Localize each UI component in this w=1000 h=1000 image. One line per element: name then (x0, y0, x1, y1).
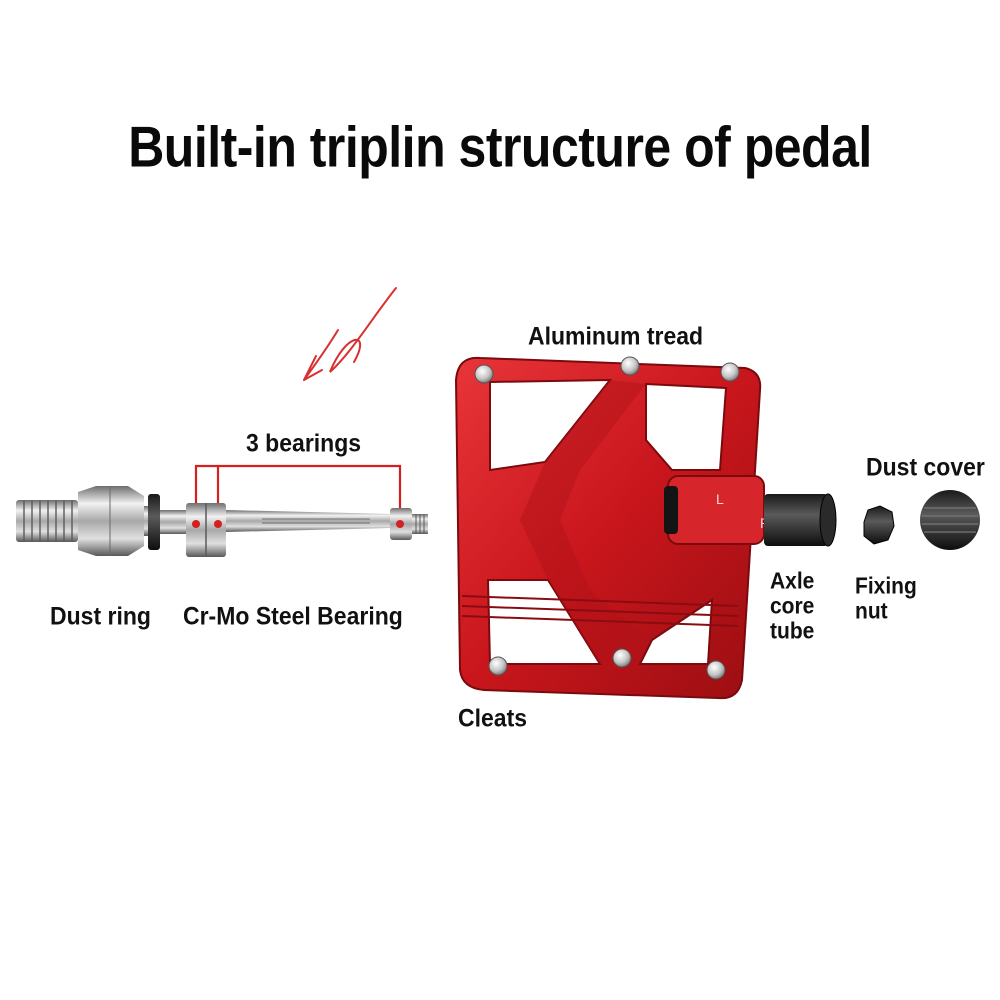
svg-text:L: L (716, 491, 724, 507)
fixing-nut-label: Fixing nut (855, 574, 917, 624)
aluminum-tread-body: L R87 (454, 356, 786, 700)
axle-core-tube (764, 493, 837, 547)
aluminum-tread-label: Aluminum tread (528, 321, 704, 351)
crmo-bearing-label: Cr-Mo Steel Bearing (183, 601, 403, 631)
dust-ring-label: Dust ring (50, 601, 151, 631)
red-arrow-sketch (303, 287, 397, 381)
dust-cover-label: Dust cover (866, 452, 985, 482)
spindle (16, 486, 428, 557)
fixing-nut (863, 505, 895, 545)
bearings-label: 3 bearings (246, 428, 362, 458)
diagram-title: Built-in triplin structure of pedal (128, 114, 872, 180)
cleat-bolts (474, 356, 740, 680)
dust-cover-part (920, 490, 980, 550)
cleats-label: Cleats (458, 703, 528, 733)
axle-core-tube-label: Axle core tube (770, 569, 815, 644)
